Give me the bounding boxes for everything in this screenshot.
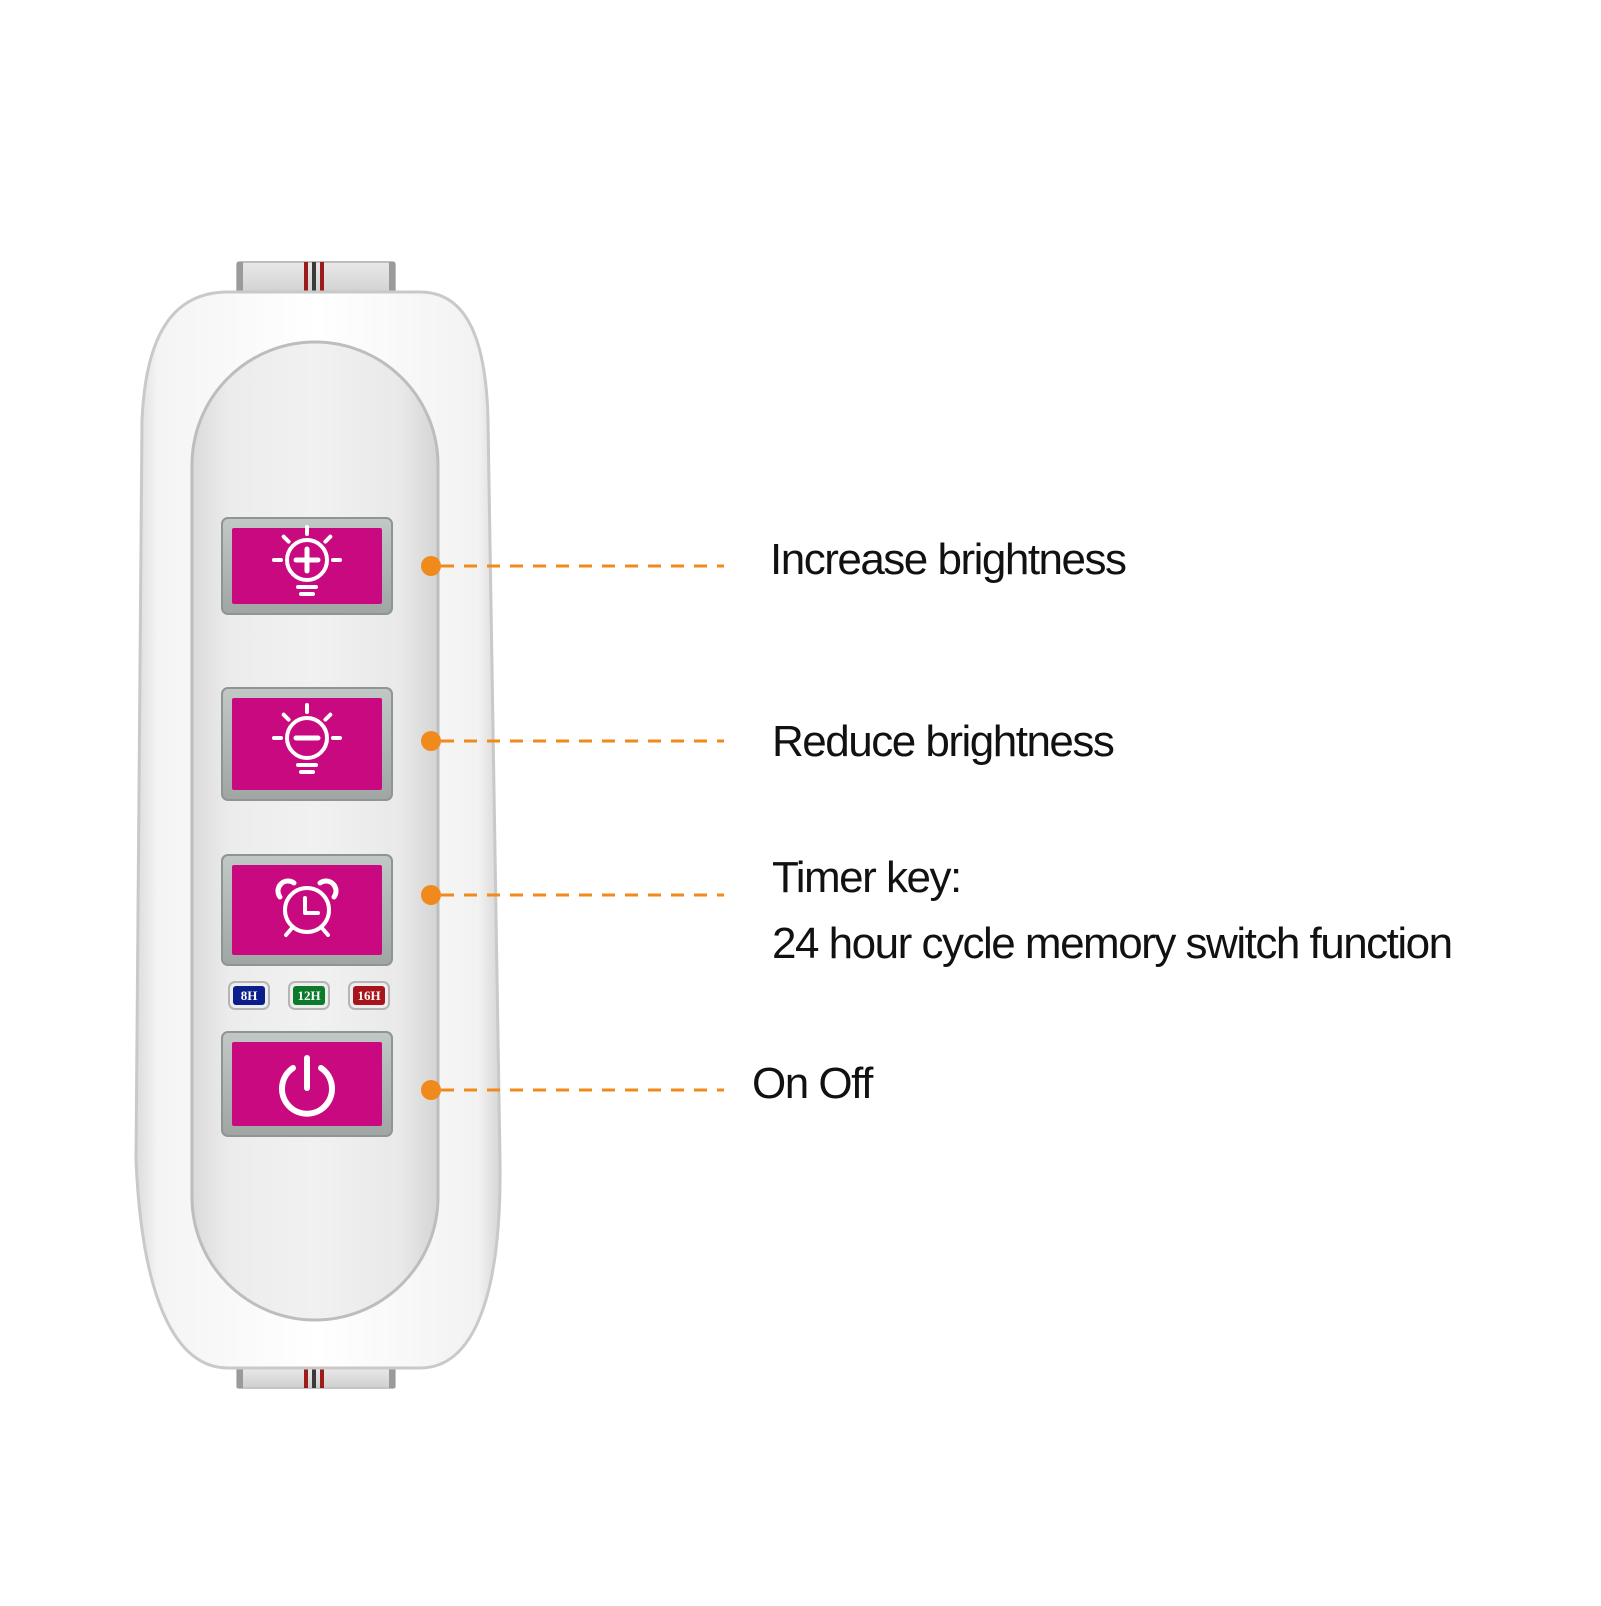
bottom-connector	[236, 1367, 396, 1389]
increase-brightness-button[interactable]	[221, 517, 393, 615]
callout-dot	[421, 885, 441, 905]
label-timer-description: 24 hour cycle memory switch function	[772, 919, 1453, 968]
power-button[interactable]	[221, 1031, 393, 1137]
timer-badge-16h: 16H	[348, 981, 390, 1010]
callout-increase-brightness	[421, 556, 724, 576]
label-reduce-brightness: Reduce brightness	[772, 717, 1115, 766]
bulb-plus-icon	[272, 525, 342, 596]
callout-timer-key	[421, 885, 724, 905]
alarm-clock-icon	[275, 878, 339, 937]
label-on-off: On Off	[752, 1059, 873, 1108]
reduce-brightness-button[interactable]	[221, 687, 393, 801]
button-panel	[190, 340, 440, 1322]
callout-dot	[421, 1080, 441, 1100]
label-increase-brightness: Increase brightness	[770, 535, 1127, 584]
top-connector	[236, 261, 396, 297]
callout-on-off	[421, 1080, 724, 1100]
label-timer-key: Timer key:	[772, 853, 962, 902]
bulb-minus-icon	[272, 703, 342, 774]
timer-badge-label: 16H	[357, 988, 380, 1003]
timer-button[interactable]	[221, 854, 393, 966]
callout-reduce-brightness	[421, 731, 724, 751]
callout-dot	[421, 556, 441, 576]
timer-badge-label: 8H	[241, 988, 258, 1003]
timer-badge-8h: 8H	[228, 981, 270, 1010]
power-icon	[279, 1055, 335, 1117]
timer-badge-12h: 12H	[288, 981, 330, 1010]
timer-badge-label: 12H	[297, 988, 320, 1003]
callout-dot	[421, 731, 441, 751]
